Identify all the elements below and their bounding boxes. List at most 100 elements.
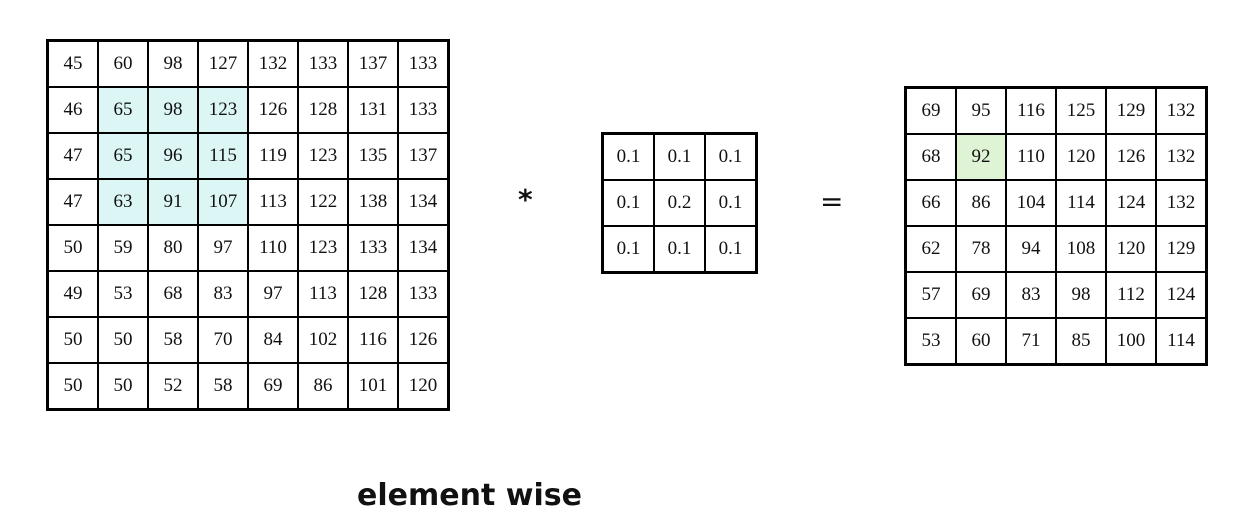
input-cell: 133 (347, 224, 399, 272)
input-cell: 60 (97, 39, 149, 88)
output-cell: 69 (904, 86, 957, 135)
output-cell: 85 (1055, 317, 1107, 366)
input-cell: 59 (97, 224, 149, 272)
input-cell: 98 (147, 39, 199, 88)
input-cell: 97 (247, 270, 299, 318)
input-cell: 98 (147, 86, 199, 134)
output-cell: 86 (955, 179, 1007, 227)
input-cell: 122 (297, 178, 349, 226)
input-cell: 58 (197, 362, 249, 411)
input-cell: 47 (46, 178, 99, 226)
input-cell: 49 (46, 270, 99, 318)
input-cell: 128 (347, 270, 399, 318)
output-cell: 60 (955, 317, 1007, 366)
input-cell: 137 (397, 132, 450, 180)
input-cell: 63 (97, 178, 149, 226)
output-cell: 125 (1055, 86, 1107, 135)
input-cell: 133 (397, 39, 450, 88)
input-cell: 126 (247, 86, 299, 134)
input-cell: 86 (297, 362, 349, 411)
output-cell: 129 (1105, 86, 1157, 135)
output-cell: 69 (955, 271, 1007, 319)
input-cell: 80 (147, 224, 199, 272)
kernel-cell: 0.1 (704, 132, 758, 181)
input-cell: 116 (347, 316, 399, 364)
input-cell: 52 (147, 362, 199, 411)
input-cell: 45 (46, 39, 99, 88)
input-cell: 113 (247, 178, 299, 226)
output-cell: 68 (904, 133, 957, 181)
output-cell: 112 (1105, 271, 1157, 319)
kernel-cell: 0.1 (653, 225, 706, 274)
output-cell: 78 (955, 225, 1007, 273)
input-cell: 133 (397, 86, 450, 134)
input-cell: 50 (97, 316, 149, 364)
output-cell: 129 (1155, 225, 1208, 273)
input-cell: 133 (297, 39, 349, 88)
input-cell: 128 (297, 86, 349, 134)
input-cell: 50 (46, 224, 99, 272)
input-cell: 123 (297, 224, 349, 272)
output-cell: 53 (904, 317, 957, 366)
output-cell: 120 (1105, 225, 1157, 273)
output-cell: 66 (904, 179, 957, 227)
input-cell: 110 (247, 224, 299, 272)
kernel-cell: 0.1 (704, 225, 758, 274)
input-cell: 91 (147, 178, 199, 226)
input-cell: 50 (46, 316, 99, 364)
multiply-operator: * (518, 183, 533, 216)
input-cell: 96 (147, 132, 199, 180)
output-cell: 83 (1005, 271, 1057, 319)
output-cell: 92 (955, 133, 1007, 181)
output-cell: 62 (904, 225, 957, 273)
input-cell: 50 (46, 362, 99, 411)
input-cell: 131 (347, 86, 399, 134)
input-cell: 102 (297, 316, 349, 364)
input-cell: 46 (46, 86, 99, 134)
input-cell: 113 (297, 270, 349, 318)
kernel-cell: 0.1 (704, 179, 758, 227)
input-cell: 97 (197, 224, 249, 272)
input-cell: 119 (247, 132, 299, 180)
input-cell: 134 (397, 224, 450, 272)
input-cell: 65 (97, 132, 149, 180)
input-cell: 137 (347, 39, 399, 88)
output-cell: 100 (1105, 317, 1157, 366)
caption: element wise (357, 478, 582, 513)
input-cell: 123 (197, 86, 249, 134)
output-cell: 95 (955, 86, 1007, 135)
input-cell: 135 (347, 132, 399, 180)
input-cell: 127 (197, 39, 249, 88)
input-cell: 133 (397, 270, 450, 318)
input-cell: 68 (147, 270, 199, 318)
output-cell: 132 (1155, 86, 1208, 135)
output-cell: 57 (904, 271, 957, 319)
output-cell: 108 (1055, 225, 1107, 273)
output-cell: 124 (1105, 179, 1157, 227)
output-cell: 120 (1055, 133, 1107, 181)
input-cell: 107 (197, 178, 249, 226)
output-cell: 104 (1005, 179, 1057, 227)
input-cell: 134 (397, 178, 450, 226)
input-cell: 83 (197, 270, 249, 318)
kernel-cell: 0.1 (601, 225, 655, 274)
input-cell: 120 (397, 362, 450, 411)
input-cell: 138 (347, 178, 399, 226)
output-cell: 110 (1005, 133, 1057, 181)
input-cell: 69 (247, 362, 299, 411)
output-cell: 98 (1055, 271, 1107, 319)
